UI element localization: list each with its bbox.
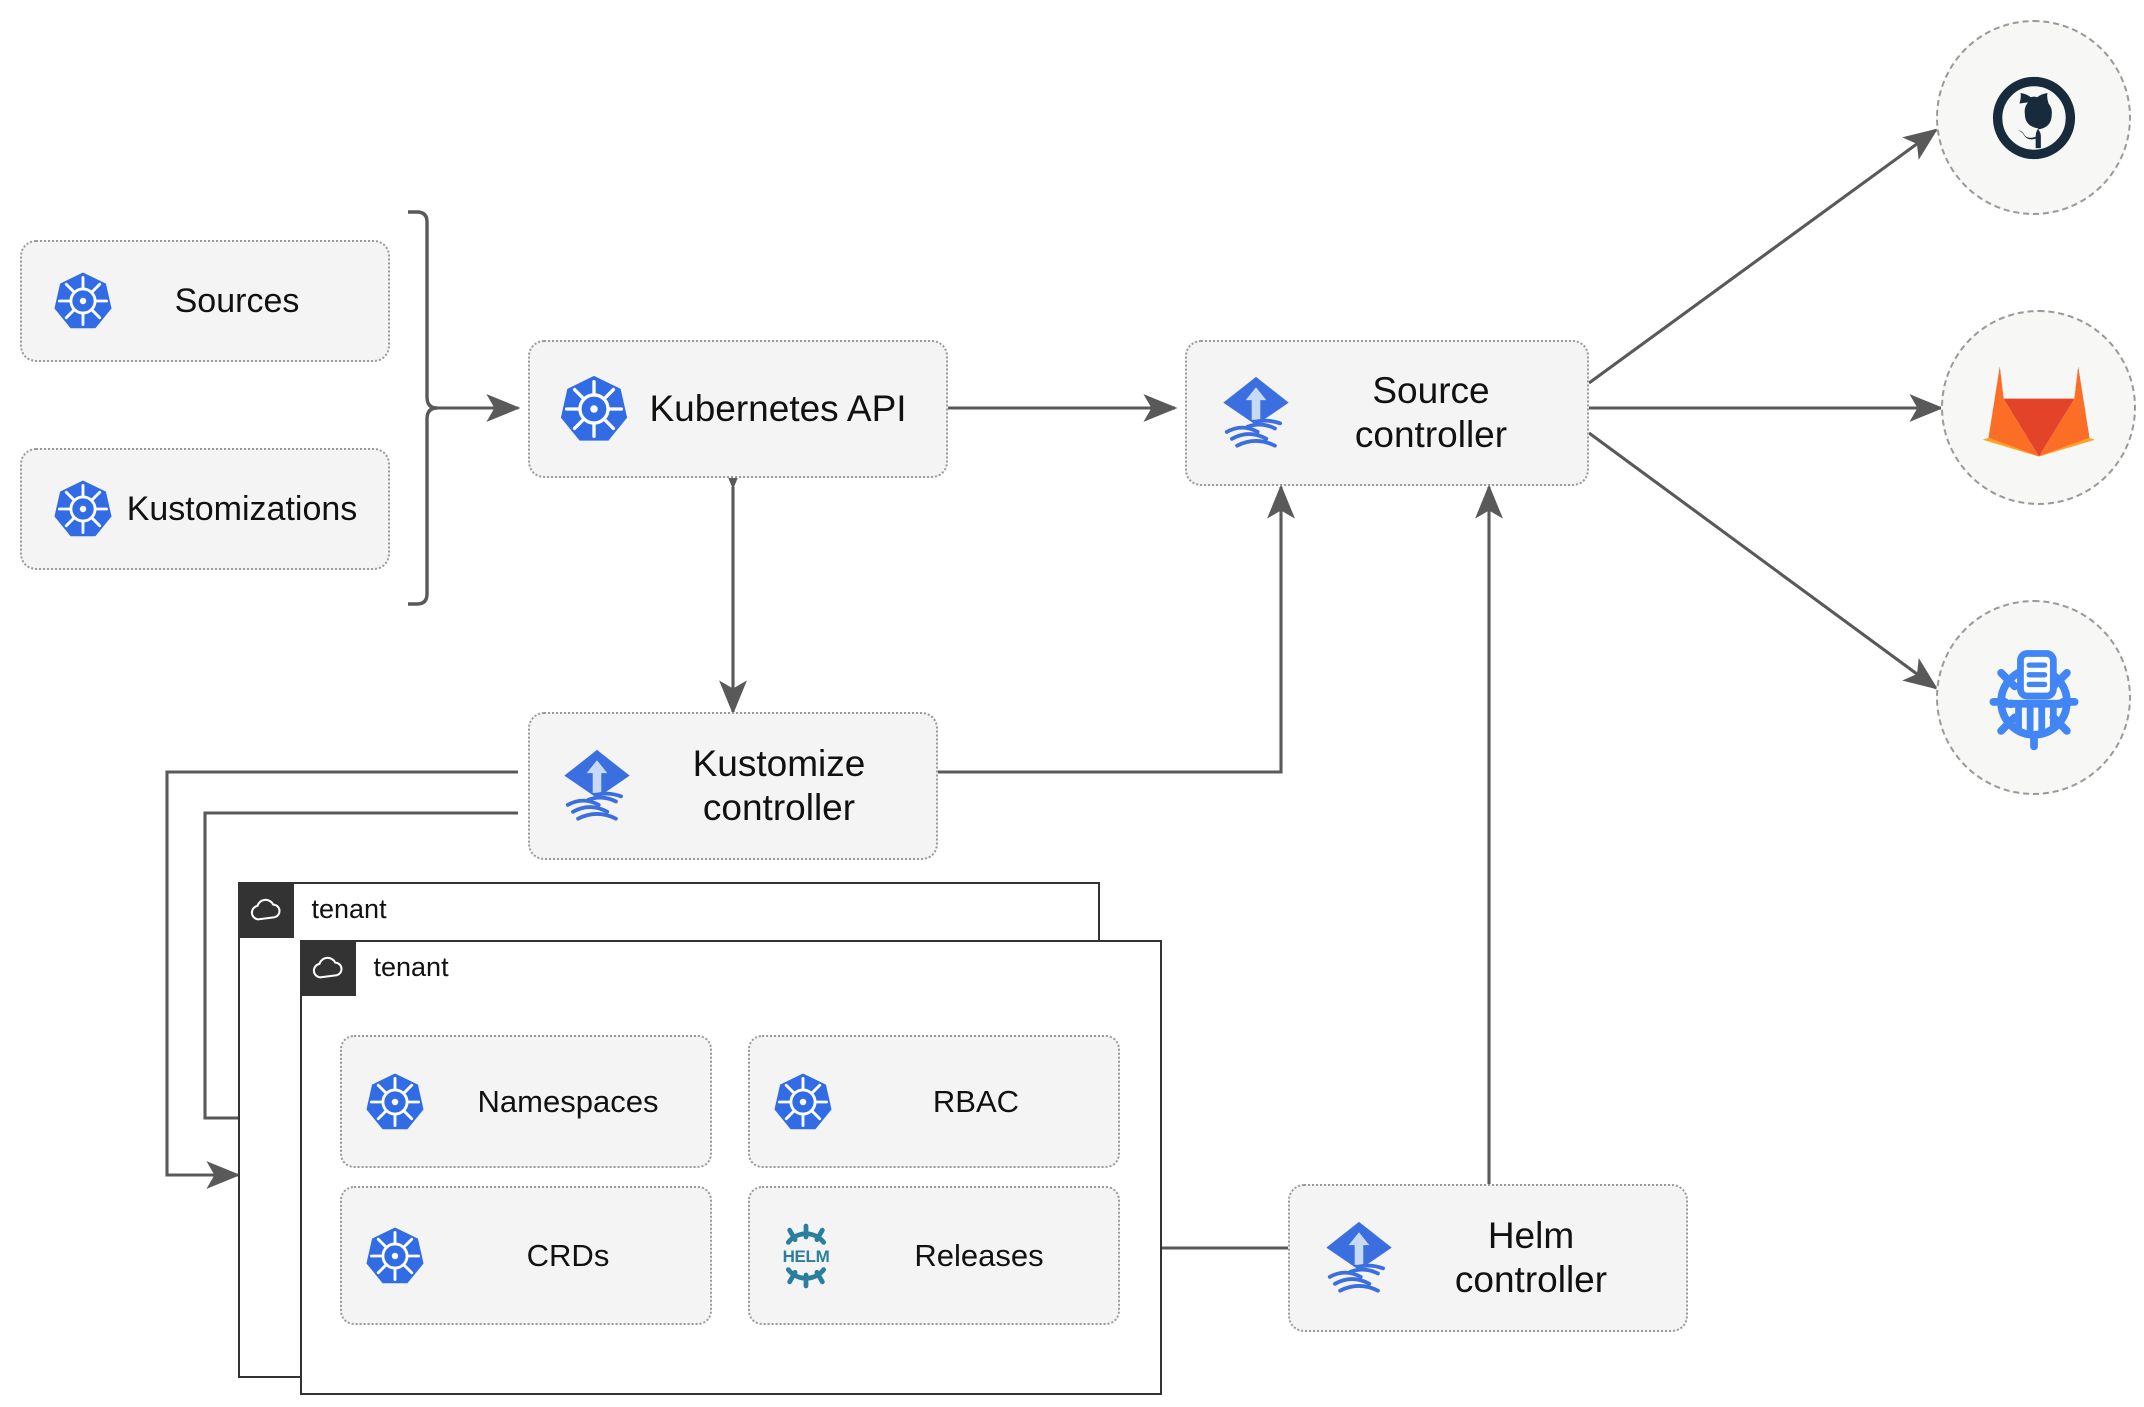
tenant-label-front: tenant — [373, 952, 449, 982]
node-sources-label: Sources — [174, 281, 300, 320]
github-icon — [1992, 76, 2075, 159]
cloud-icon — [299, 939, 356, 996]
edge-kustomize-ctrl-to-source-ctrl — [938, 484, 1295, 774]
tenant-label-back: tenant — [311, 894, 387, 924]
node-provider-github[interactable] — [1936, 20, 2131, 215]
node-rbac[interactable]: RBAC — [748, 1035, 1120, 1168]
edge-source-ctrl-to-bucket — [1588, 431, 1938, 690]
node-source-controller[interactable]: Source controller — [1185, 340, 1589, 486]
node-helm-controller-label: Helm controller — [1454, 1215, 1608, 1300]
edge-source-ctrl-to-github — [1588, 128, 1939, 385]
node-namespaces[interactable]: Namespaces — [340, 1035, 712, 1168]
node-helm-controller[interactable]: Helm controller — [1288, 1184, 1688, 1332]
node-kubernetes-api[interactable]: Kubernetes API — [528, 340, 948, 478]
node-releases[interactable]: HELM Releases — [748, 1186, 1120, 1325]
bucket-icon — [1989, 649, 2078, 750]
flux-icon — [554, 743, 640, 829]
svg-text:HELM: HELM — [783, 1247, 830, 1266]
node-kustomize-controller-label: Kustomize controller — [692, 743, 866, 828]
node-crds-label: CRDs — [526, 1237, 610, 1273]
node-kustomizations[interactable]: Kustomizations — [20, 448, 390, 570]
node-crds[interactable]: CRDs — [340, 1186, 712, 1325]
flux-icon — [1316, 1215, 1402, 1301]
node-source-controller-label: Source controller — [1354, 370, 1508, 455]
kubernetes-icon — [52, 270, 114, 332]
node-kustomize-controller[interactable]: Kustomize controller — [528, 712, 938, 860]
kubernetes-icon — [772, 1071, 834, 1133]
helm-icon: HELM — [772, 1222, 840, 1290]
cloud-icon — [237, 881, 294, 938]
node-namespaces-label: Namespaces — [477, 1083, 659, 1119]
node-provider-gitlab[interactable] — [1941, 310, 2136, 505]
tenant-header-front: tenant — [299, 939, 449, 996]
edge-resources-brace — [408, 210, 439, 606]
kubernetes-icon — [364, 1071, 426, 1133]
node-provider-bucket[interactable] — [1936, 600, 2131, 795]
flux-icon — [1213, 370, 1299, 456]
node-rbac-label: RBAC — [932, 1083, 1020, 1119]
gitlab-icon — [1982, 366, 2095, 457]
tenant-resource-grid: Namespaces RBAC — [340, 1035, 1120, 1325]
node-sources[interactable]: Sources — [20, 240, 390, 362]
node-releases-label: Releases — [914, 1237, 1044, 1273]
node-kustomizations-label: Kustomizations — [126, 489, 358, 528]
kubernetes-icon — [52, 478, 114, 540]
tenant-header-back: tenant — [237, 881, 387, 938]
kubernetes-icon — [364, 1225, 426, 1287]
node-kubernetes-api-label: Kubernetes API — [649, 388, 907, 430]
kubernetes-icon — [558, 373, 630, 445]
